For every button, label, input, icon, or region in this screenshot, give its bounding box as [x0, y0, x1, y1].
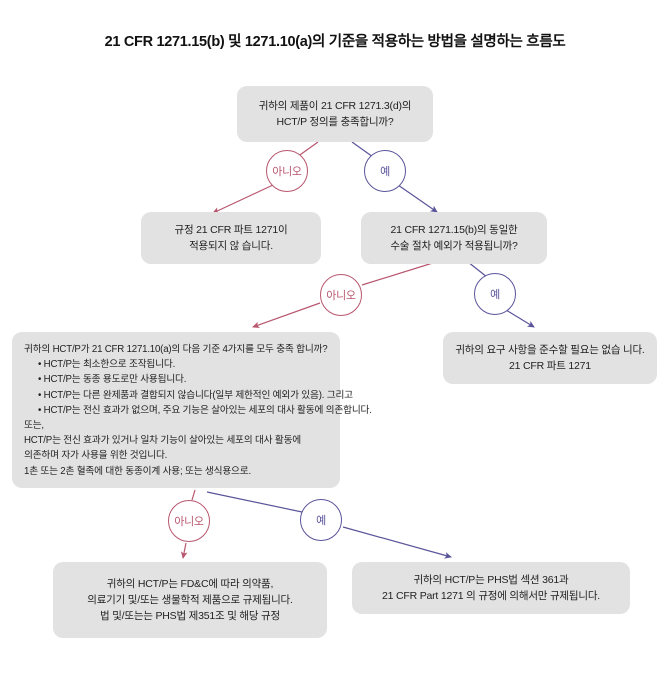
node-line: 의료기기 및/또는 생물학적 제품으로 규제됩니다. [87, 594, 293, 606]
badge-yes-level3[interactable]: 예 [300, 499, 342, 541]
node-phs-361-regulated[interactable]: 귀하의 HCT/P는 PHS법 섹션 361과 21 CFR Part 1271… [352, 562, 630, 614]
criteria-alt-line: 1촌 또는 2촌 혈족에 대한 동종이계 사용; 또는 생식용으로. [24, 465, 251, 477]
badge-no-level1[interactable]: 아니오 [266, 150, 308, 192]
node-line: 귀하의 HCT/P는 FD&C에 따라 의약품, [106, 578, 274, 590]
badge-label: 예 [316, 515, 326, 527]
badge-yes-level2[interactable]: 예 [474, 273, 516, 315]
badge-label: 아니오 [272, 166, 302, 178]
node-no-compliance-required[interactable]: 귀하의 요구 사항을 준수할 필요는 없습 니다. 21 CFR 파트 1271 [443, 332, 657, 384]
node-line: 21 CFR 파트 1271 [509, 360, 591, 372]
badge-yes-level1[interactable]: 예 [364, 150, 406, 192]
node-line: 귀하의 HCT/P는 PHS법 섹션 361과 [413, 574, 569, 586]
badge-no-level2[interactable]: 아니오 [320, 274, 362, 316]
edge-q3-yes-lower [342, 526, 452, 559]
edge-q3-yes-upper [206, 491, 303, 513]
criteria-alt-line: 또는, [24, 420, 44, 432]
edge-q1-yes-lower [397, 184, 438, 213]
badge-label: 아니오 [326, 290, 356, 302]
edge-q3-no-lower [180, 542, 188, 559]
badge-label: 예 [380, 166, 390, 178]
edge-q2-no-upper [361, 261, 437, 286]
node-line: 법 및/또는는 PHS법 제351조 및 해당 규정 [100, 610, 280, 622]
node-line: 귀하의 제품이 21 CFR 1271.3(d)의 [258, 100, 412, 112]
criteria-heading: 귀하의 HCT/P가 21 CFR 1271.10(a)의 다음 기준 4가지를… [24, 344, 328, 355]
page-title: 21 CFR 1271.15(b) 및 1271.10(a)의 기준을 적용하는… [104, 34, 566, 50]
edge-q1-no-lower [212, 184, 274, 214]
node-part-1271-not-applicable[interactable]: 규정 21 CFR 파트 1271이 적용되지 않 습니다. [141, 212, 321, 264]
node-question-same-surgical-procedure[interactable]: 21 CFR 1271.15(b)의 동일한 수술 절차 예외가 적용됩니까? [361, 212, 547, 264]
node-question-hctp-definition[interactable]: 귀하의 제품이 21 CFR 1271.3(d)의 HCT/P 정의를 충족합니… [237, 86, 433, 142]
edge-q2-yes-lower [505, 309, 535, 328]
criteria-alt-line: 의존하며 자가 사용을 위한 것입니다. [24, 450, 168, 462]
criteria-bullet: • HCT/P는 전신 효과가 없으며, 주요 기능은 살아있는 세포의 대사 … [38, 404, 372, 416]
node-line: 21 CFR Part 1271 의 규정에 의해서만 규제됩니다. [382, 590, 600, 602]
criteria-bullet: • HCT/P는 동종 용도로만 사용됩니다. [38, 374, 187, 386]
node-line: 규정 21 CFR 파트 1271이 [174, 224, 288, 236]
badge-label: 아니오 [174, 516, 204, 528]
node-line: HCT/P 정의를 충족합니까? [276, 116, 394, 128]
node-line: 21 CFR 1271.15(b)의 동일한 [390, 224, 518, 236]
edge-q2-no-lower [252, 302, 321, 329]
node-fdc-regulated[interactable]: 귀하의 HCT/P는 FD&C에 따라 의약품, 의료기기 및/또는 생물학적 … [53, 562, 327, 638]
badge-label: 예 [490, 289, 500, 301]
node-question-1271-10a-criteria[interactable]: 귀하의 HCT/P가 21 CFR 1271.10(a)의 다음 기준 4가지를… [12, 332, 372, 488]
criteria-bullet: • HCT/P는 다른 완제품과 결합되지 않습니다(일부 제한적인 예외가 있… [38, 389, 353, 401]
node-line: 적용되지 않 습니다. [189, 240, 273, 252]
node-line: 수술 절차 예외가 적용됩니까? [390, 240, 518, 252]
edge-q3-no-upper [191, 489, 196, 501]
badge-no-level3[interactable]: 아니오 [168, 500, 210, 542]
node-line: 귀하의 요구 사항을 준수할 필요는 없습 니다. [455, 344, 645, 356]
criteria-alt-line: HCT/P는 전신 효과가 있거나 일차 기능이 살아있는 세포의 대사 활동에 [24, 435, 302, 447]
criteria-bullet: • HCT/P는 최소한으로 조작됩니다. [38, 359, 176, 371]
